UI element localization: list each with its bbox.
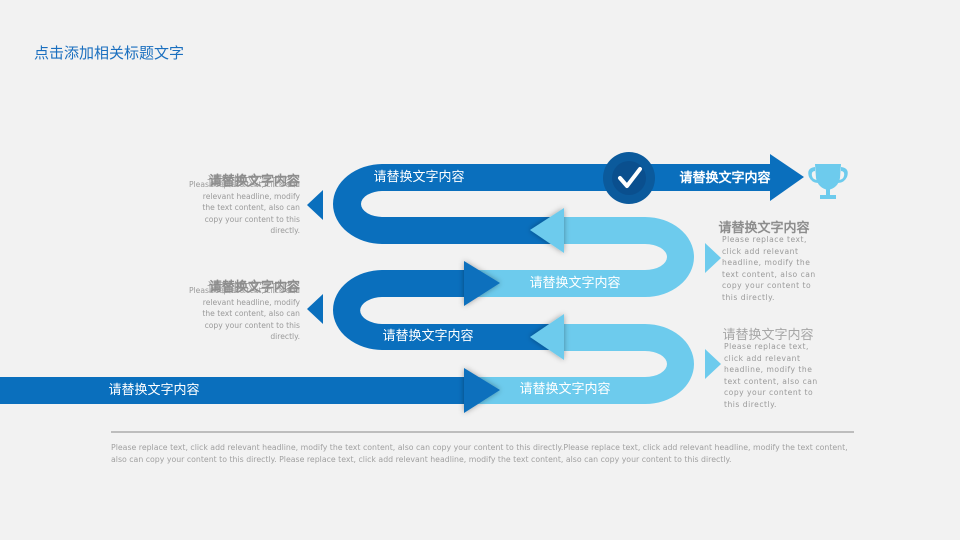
dark-band-top-curve — [333, 164, 770, 244]
left-note-2-text: Please replace text, click add relevant … — [188, 286, 300, 341]
left-note-1-text: Please replace text, click add relevant … — [188, 180, 300, 235]
footer-divider — [111, 431, 854, 433]
left-note-2-heading-back: 请替换文字内容 — [206, 281, 298, 296]
bottom-left-label: 请替换文字内容 — [108, 383, 200, 398]
trophy-icon — [808, 164, 848, 199]
footer-text[interactable]: Please replace text, click add relevant … — [111, 443, 848, 464]
dark-band-bottom — [0, 377, 470, 404]
left-note-1-heading-back: 请替换文字内容 — [206, 175, 298, 190]
slide-title[interactable]: 点击添加相关标题文字 — [34, 44, 185, 62]
arrowhead-right-mid — [464, 261, 500, 306]
top-arrow-label: 请替换文字内容 — [679, 171, 771, 186]
right-pointer-2 — [705, 349, 721, 379]
right-pointer-1 — [705, 243, 721, 273]
left-note-2-heading[interactable]: 请替换文字内容 — [208, 280, 300, 295]
arrowhead-left-upper — [530, 208, 564, 253]
arrowhead-final — [770, 154, 804, 201]
right-note-1-text: Please replace text, click add relevant … — [722, 235, 816, 302]
band-3-label: 请替换文字内容 — [382, 329, 474, 344]
left-note-1-heading[interactable]: 请替换文字内容 — [208, 174, 300, 189]
band-2-label: 请替换文字内容 — [529, 276, 621, 291]
right-note-2-heading[interactable]: 请替换文字内容 — [722, 328, 814, 343]
bottom-right-label: 请替换文字内容 — [519, 382, 611, 397]
check-circle-icon — [603, 152, 655, 204]
right-note-1-heading[interactable]: 请替换文字内容 — [718, 221, 810, 236]
dark-band-mid-curve — [333, 270, 564, 350]
light-band-upper — [470, 217, 694, 297]
arrowhead-left-lower — [530, 314, 564, 360]
light-band-lower — [470, 324, 694, 404]
left-pointer-2 — [307, 294, 323, 324]
right-note-2-text: Please replace text, click add relevant … — [724, 342, 818, 409]
arrowhead-right-bottom — [464, 368, 500, 413]
top-band-label: 请替换文字内容 — [373, 170, 465, 185]
left-pointer-1 — [307, 190, 323, 220]
